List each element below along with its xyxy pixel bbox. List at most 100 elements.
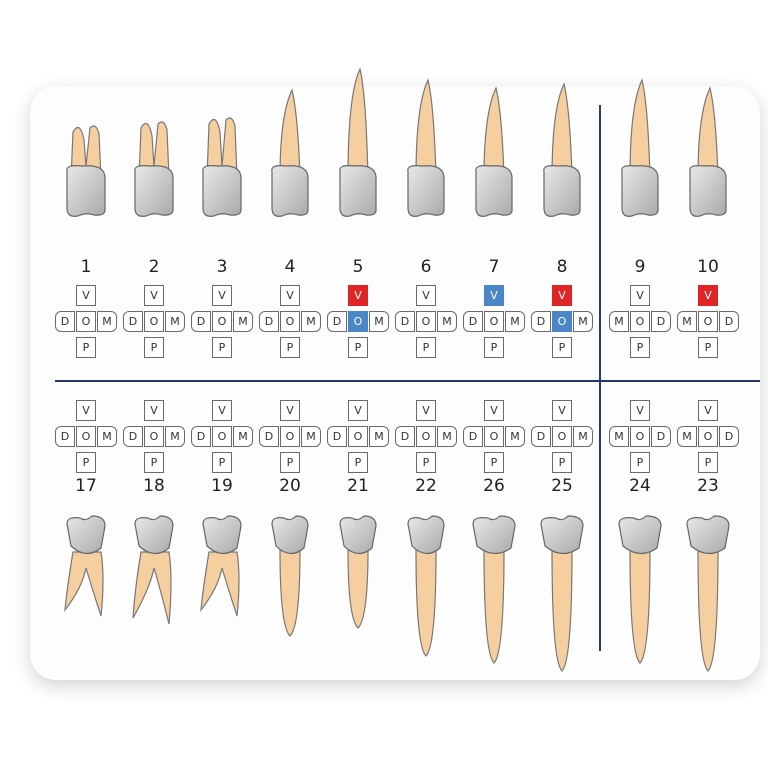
surface-o[interactable]: O xyxy=(416,426,436,447)
surface-o[interactable]: O xyxy=(348,426,368,447)
surface-p[interactable]: P xyxy=(144,337,164,358)
surface-p[interactable]: P xyxy=(348,337,368,358)
surface-o[interactable]: O xyxy=(630,311,650,332)
surface-v[interactable]: V xyxy=(552,285,572,306)
surface-d[interactable]: D xyxy=(327,311,347,332)
surface-m[interactable]: M xyxy=(369,426,389,447)
surface-m[interactable]: M xyxy=(165,426,185,447)
surface-o[interactable]: O xyxy=(698,426,718,447)
surface-p[interactable]: P xyxy=(484,452,504,473)
surface-d[interactable]: D xyxy=(651,311,671,332)
surface-d[interactable]: D xyxy=(719,426,739,447)
surface-p[interactable]: P xyxy=(552,337,572,358)
surface-m[interactable]: M xyxy=(573,311,593,332)
surface-o[interactable]: O xyxy=(280,311,300,332)
surface-p[interactable]: P xyxy=(698,337,718,358)
surface-p[interactable]: P xyxy=(76,452,96,473)
surface-v[interactable]: V xyxy=(144,285,164,306)
surface-m[interactable]: M xyxy=(573,426,593,447)
surface-d[interactable]: D xyxy=(123,426,143,447)
surface-p[interactable]: P xyxy=(698,452,718,473)
surface-m[interactable]: M xyxy=(233,426,253,447)
surface-o[interactable]: O xyxy=(144,311,164,332)
surface-v[interactable]: V xyxy=(484,400,504,421)
surface-p[interactable]: P xyxy=(144,452,164,473)
surface-o[interactable]: O xyxy=(76,426,96,447)
surface-v[interactable]: V xyxy=(348,285,368,306)
surface-v[interactable]: V xyxy=(416,285,436,306)
surface-v[interactable]: V xyxy=(280,285,300,306)
surface-o[interactable]: O xyxy=(348,311,368,332)
surface-v[interactable]: V xyxy=(484,285,504,306)
surface-v[interactable]: V xyxy=(698,400,718,421)
surface-p[interactable]: P xyxy=(552,452,572,473)
surface-p[interactable]: P xyxy=(280,337,300,358)
surface-d[interactable]: D xyxy=(191,426,211,447)
surface-o[interactable]: O xyxy=(630,426,650,447)
surface-m[interactable]: M xyxy=(301,311,321,332)
surface-v[interactable]: V xyxy=(212,400,232,421)
surface-m[interactable]: M xyxy=(437,311,457,332)
surface-d[interactable]: D xyxy=(463,426,483,447)
surface-o[interactable]: O xyxy=(76,311,96,332)
surface-m[interactable]: M xyxy=(369,311,389,332)
surface-p[interactable]: P xyxy=(212,337,232,358)
surface-o[interactable]: O xyxy=(212,426,232,447)
surface-o[interactable]: O xyxy=(416,311,436,332)
surface-m[interactable]: M xyxy=(609,426,629,447)
surface-v[interactable]: V xyxy=(630,400,650,421)
surface-d[interactable]: D xyxy=(123,311,143,332)
surface-d[interactable]: D xyxy=(55,426,75,447)
surface-m[interactable]: M xyxy=(609,311,629,332)
surface-v[interactable]: V xyxy=(280,400,300,421)
surface-d[interactable]: D xyxy=(395,426,415,447)
surface-m[interactable]: M xyxy=(97,311,117,332)
surface-v[interactable]: V xyxy=(76,285,96,306)
surface-o[interactable]: O xyxy=(484,311,504,332)
surface-m[interactable]: M xyxy=(677,311,697,332)
surface-p[interactable]: P xyxy=(348,452,368,473)
surface-p[interactable]: P xyxy=(630,452,650,473)
surface-p[interactable]: P xyxy=(416,452,436,473)
surface-p[interactable]: P xyxy=(76,337,96,358)
surface-d[interactable]: D xyxy=(463,311,483,332)
surface-d[interactable]: D xyxy=(55,311,75,332)
surface-p[interactable]: P xyxy=(484,337,504,358)
surface-d[interactable]: D xyxy=(651,426,671,447)
surface-o[interactable]: O xyxy=(698,311,718,332)
surface-o[interactable]: O xyxy=(552,426,572,447)
surface-o[interactable]: O xyxy=(484,426,504,447)
surface-d[interactable]: D xyxy=(531,426,551,447)
surface-d[interactable]: D xyxy=(531,311,551,332)
surface-m[interactable]: M xyxy=(677,426,697,447)
surface-o[interactable]: O xyxy=(144,426,164,447)
surface-o[interactable]: O xyxy=(280,426,300,447)
surface-m[interactable]: M xyxy=(97,426,117,447)
surface-v[interactable]: V xyxy=(144,400,164,421)
surface-p[interactable]: P xyxy=(280,452,300,473)
surface-m[interactable]: M xyxy=(301,426,321,447)
surface-v[interactable]: V xyxy=(416,400,436,421)
surface-d[interactable]: D xyxy=(259,311,279,332)
surface-d[interactable]: D xyxy=(259,426,279,447)
surface-p[interactable]: P xyxy=(630,337,650,358)
surface-d[interactable]: D xyxy=(327,426,347,447)
surface-v[interactable]: V xyxy=(212,285,232,306)
surface-m[interactable]: M xyxy=(165,311,185,332)
surface-d[interactable]: D xyxy=(719,311,739,332)
surface-m[interactable]: M xyxy=(233,311,253,332)
surface-o[interactable]: O xyxy=(212,311,232,332)
surface-v[interactable]: V xyxy=(552,400,572,421)
surface-m[interactable]: M xyxy=(437,426,457,447)
surface-m[interactable]: M xyxy=(505,426,525,447)
surface-p[interactable]: P xyxy=(416,337,436,358)
surface-v[interactable]: V xyxy=(348,400,368,421)
surface-v[interactable]: V xyxy=(76,400,96,421)
surface-d[interactable]: D xyxy=(395,311,415,332)
surface-v[interactable]: V xyxy=(698,285,718,306)
surface-v[interactable]: V xyxy=(630,285,650,306)
surface-o[interactable]: O xyxy=(552,311,572,332)
surface-p[interactable]: P xyxy=(212,452,232,473)
surface-m[interactable]: M xyxy=(505,311,525,332)
surface-d[interactable]: D xyxy=(191,311,211,332)
